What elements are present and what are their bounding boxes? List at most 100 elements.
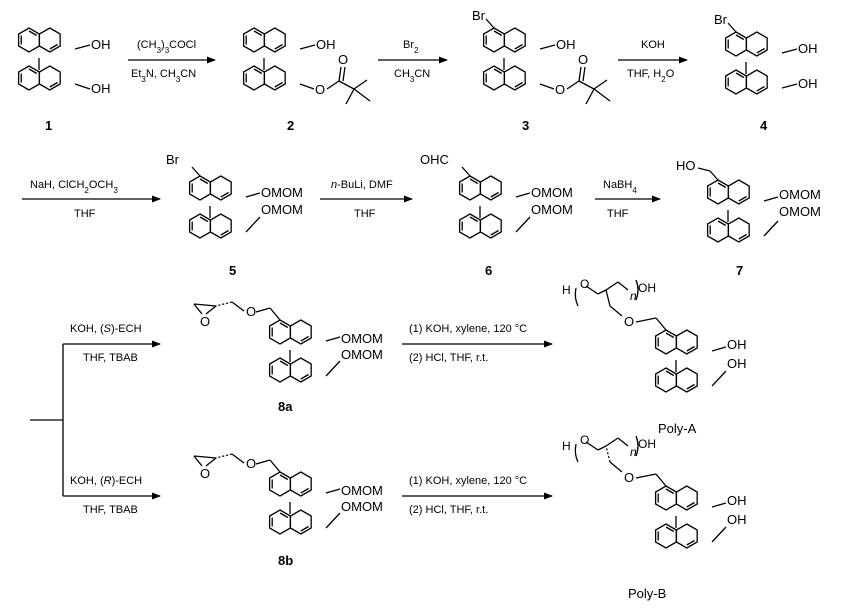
naphthalene-bottom <box>268 350 312 383</box>
compound-8b: O O OMOM OMOM <box>193 453 383 535</box>
c5-br: Br <box>166 152 180 167</box>
polyA-n: n <box>630 289 637 303</box>
naphthalene-top <box>188 175 232 201</box>
naphthalene-top <box>706 179 750 205</box>
polyether-chain <box>574 435 639 463</box>
compound-6: OHC OMOM OMOM <box>420 152 573 239</box>
naphthalene-top <box>17 27 61 53</box>
polymer-a: OH OH O H O n OH <box>562 277 747 393</box>
branch-connector <box>30 344 64 496</box>
c5-number: 5 <box>229 263 236 278</box>
pivaloyl-group <box>566 66 611 105</box>
polymer-b: OH OH O H O n OH <box>562 433 747 549</box>
polyA-oh-end: OH <box>638 281 656 295</box>
naphthalene-bottom <box>268 502 312 535</box>
compound-2: OH O O <box>242 27 371 105</box>
c4-number: 4 <box>760 118 768 133</box>
c8a-o-link: O <box>246 304 256 319</box>
epoxide-ring <box>193 455 217 467</box>
naphthalene-bottom <box>458 206 502 239</box>
naphthalene-top <box>724 31 768 57</box>
pivaloyl-group <box>326 66 371 105</box>
r4-above: NaH, ClCH2OCH3 <box>30 179 118 195</box>
polyA-oh-top: OH <box>727 337 747 352</box>
c6-number: 6 <box>485 263 492 278</box>
c3-number: 3 <box>522 118 529 133</box>
polyA-o-chain: O <box>580 277 589 291</box>
c8a-number: 8a <box>278 399 293 414</box>
c7-ho: HO <box>676 158 696 173</box>
naphthalene-top <box>482 27 526 53</box>
r8b-step2: (2) HCl, THF, r.t. <box>409 504 488 516</box>
compound-4: Br OH OH <box>714 12 818 95</box>
c8b-o-ring: O <box>200 466 210 481</box>
polyB-oh-top: OH <box>727 493 747 508</box>
c3-o: O <box>555 82 565 97</box>
c8b-number: 8b <box>278 553 293 568</box>
epoxide-ring <box>193 303 217 315</box>
naphthalene-top <box>654 329 698 355</box>
r2-below: CH3CN <box>394 68 430 84</box>
c2-number: 2 <box>287 118 294 133</box>
c7-omom-top: OMOM <box>779 187 821 202</box>
naphthalene-bottom <box>706 210 750 243</box>
c6-omom-top: OMOM <box>531 185 573 200</box>
naphthalene-bottom <box>654 516 698 549</box>
polyA-oh-bottom: OH <box>727 356 747 371</box>
c6-omom-bottom: OMOM <box>531 202 573 217</box>
r6-above: NaBH4 <box>603 179 637 195</box>
naphthalene-top <box>458 175 502 201</box>
c4-br: Br <box>714 12 728 27</box>
c2-oh: OH <box>316 37 336 52</box>
c5-omom-top: OMOM <box>261 185 303 200</box>
c1-number: 1 <box>45 118 52 133</box>
naphthalene-bottom <box>724 62 768 95</box>
r5-above: n-BuLi, DMF <box>331 179 393 191</box>
naphthalene-top <box>268 471 312 497</box>
polyB-o-link: O <box>624 470 634 485</box>
c4-oh-top: OH <box>798 41 818 56</box>
r3-below: THF, H2O <box>627 68 675 84</box>
c8b-o-link: O <box>246 456 256 471</box>
c1-oh-top: OH <box>91 37 111 52</box>
c4-oh-bottom: OH <box>798 76 818 91</box>
naphthalene-bottom <box>188 206 232 239</box>
polyB-name: Poly-B <box>628 586 666 601</box>
compound-3: Br OH O O <box>472 8 611 105</box>
c3-br: Br <box>472 8 486 23</box>
r6-below: THF <box>607 208 629 220</box>
c8a-o-ring: O <box>200 314 210 329</box>
r2-above: Br2 <box>403 39 419 55</box>
c2-o: O <box>315 82 325 97</box>
compound-5: Br OMOM OMOM <box>166 152 303 239</box>
c8b-omom-bottom: OMOM <box>341 499 383 514</box>
r7b-below: THF, TBAB <box>83 504 138 516</box>
compound-7: HO OMOM OMOM <box>676 158 821 243</box>
r1-below: Et3N, CH3CN <box>131 68 196 84</box>
polyB-n: n <box>630 445 637 459</box>
r1-above: (CH3)3COCl <box>137 39 196 55</box>
c1-oh-bottom: OH <box>91 81 111 96</box>
naphthalene-bottom <box>17 58 61 91</box>
c5-omom-bottom: OMOM <box>261 202 303 217</box>
r7a-below: THF, TBAB <box>83 352 138 364</box>
compound-1: OH OH <box>17 27 111 96</box>
r7b-above: KOH, (R)-ECH <box>70 475 142 487</box>
polyA-h: H <box>562 283 571 297</box>
c8a-omom-bottom: OMOM <box>341 347 383 362</box>
c8a-omom-top: OMOM <box>341 331 383 346</box>
c6-cho: OHC <box>420 152 449 167</box>
naphthalene-bottom <box>654 360 698 393</box>
polyether-chain <box>574 279 639 307</box>
naphthalene-top <box>654 485 698 511</box>
c2-carbonyl-o: O <box>338 52 348 67</box>
r8a-step1: (1) KOH, xylene, 120 °C <box>409 323 527 335</box>
r5-below: THF <box>354 208 376 220</box>
c7-omom-bottom: OMOM <box>779 204 821 219</box>
c8b-omom-top: OMOM <box>341 483 383 498</box>
r3-above: KOH <box>641 39 665 51</box>
compound-8a: O O OMOM OMOM <box>193 301 383 383</box>
naphthalene-top <box>242 27 286 53</box>
